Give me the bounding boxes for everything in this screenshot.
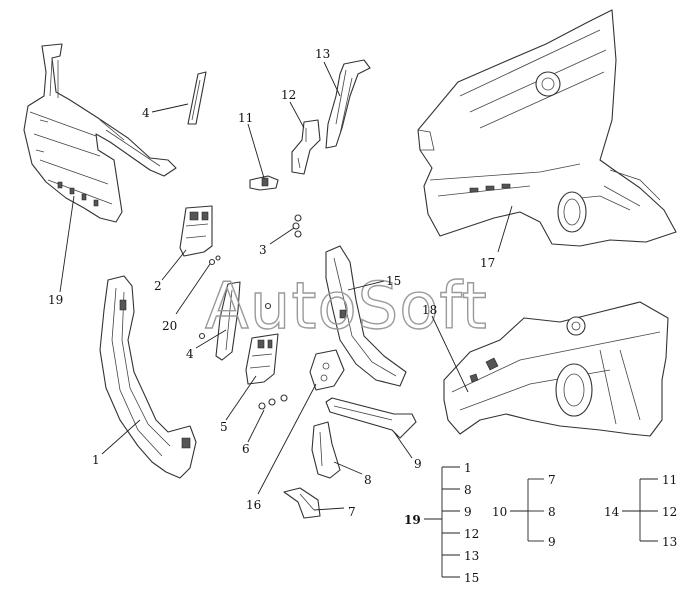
part-6-bolts [258,394,288,410]
assembly-19-label: 19 [404,513,421,527]
callout-2: 2 [154,279,162,293]
part-17-body-section [417,9,677,247]
part-4-upper-bracket [187,71,207,125]
callout-18: 18 [422,303,437,317]
part-7-bracket [283,487,321,519]
assembly-19-item: 12 [464,527,479,541]
callout-5: 5 [220,420,228,434]
part-9-rail [325,397,417,439]
assembly-14-item: 12 [662,505,677,519]
callout-12: 12 [281,88,296,102]
part-19-front-frame [23,43,177,223]
part-5-plate [245,302,279,385]
watermark: AutoSoft [205,270,488,344]
callout-8: 8 [364,473,372,487]
callout-4-upper: 4 [142,106,150,120]
callout-6: 6 [242,442,250,456]
assembly-19-item: 9 [464,505,472,519]
assembly-14-legend: 14 11 12 13 [604,473,677,549]
callouts: 19 4 13 12 11 3 2 20 15 17 18 1 4 5 6 16… [48,47,495,519]
callout-13: 13 [315,47,330,61]
callout-20: 20 [162,319,177,333]
assembly-10-legend: 10 7 8 9 [492,473,556,549]
callout-16: 16 [246,498,261,512]
leader-lines [59,61,513,511]
callout-3: 3 [259,243,267,257]
part-8-bracket [311,421,341,479]
callout-17: 17 [480,256,495,270]
assembly-10-item: 7 [548,473,556,487]
part-4-lower-bracket [198,281,241,361]
callout-15: 15 [386,274,401,288]
assembly-14-item: 11 [662,473,677,487]
assembly-19-legend: 19 1 8 9 12 13 15 [404,461,479,585]
part-13-pillar [325,59,371,149]
part-15-member [325,245,407,387]
assembly-10-item: 8 [548,505,556,519]
part-11-connector [249,175,279,191]
assembly-14-item: 13 [662,535,677,549]
callout-7: 7 [348,505,356,519]
assembly-19-item: 15 [464,571,479,585]
part-3-bolts [292,214,302,238]
callout-9: 9 [414,457,422,471]
assembly-10-item: 9 [548,535,556,549]
assembly-10-label: 10 [492,505,507,519]
assembly-19-item: 8 [464,483,472,497]
assembly-19-item: 1 [464,461,472,475]
part-12-bracket [291,119,321,175]
assembly-14-label: 14 [604,505,620,519]
callout-11: 11 [238,111,253,125]
callout-1: 1 [92,453,100,467]
part-1-side-member [99,275,197,479]
callout-19: 19 [48,293,63,307]
assembly-19-item: 13 [464,549,479,563]
part-20-clip [208,255,221,266]
part-18-body-section [443,301,669,437]
part-16-gusset [309,349,345,391]
part-2-plate [179,205,213,257]
callout-4-lower: 4 [186,347,194,361]
